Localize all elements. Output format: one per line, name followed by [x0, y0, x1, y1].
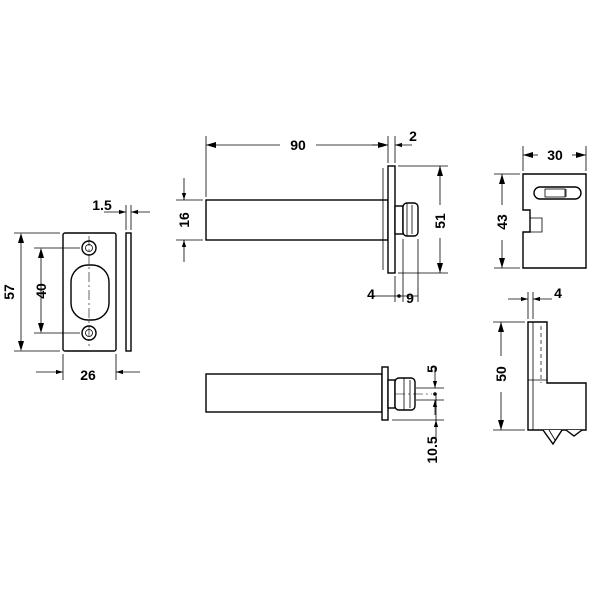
dim-flange-offset: 4: [367, 276, 396, 302]
label-tip-diameter: 5: [424, 365, 440, 373]
dim-key-height: 43: [494, 173, 520, 269]
label-plate-height: 57: [1, 284, 17, 300]
label-flange-bottom-offset: 10.5: [424, 436, 440, 463]
dim-key-side-depth: 4: [508, 285, 562, 319]
label-flange-offset: 4: [367, 286, 375, 302]
label-bolt-diameter: 16: [176, 212, 192, 228]
dim-plate-height: 57: [1, 232, 60, 352]
label-plate-thickness: 1.5: [92, 197, 112, 213]
dim-bolt-length: 90: [205, 136, 389, 197]
dim-tip-diameter: 5: [416, 365, 444, 415]
label-flange-thickness: 2: [409, 128, 417, 144]
dim-plate-width: 26: [36, 354, 140, 383]
label-flange-height: 51: [432, 213, 448, 229]
dim-tip-length: 9: [395, 239, 419, 306]
key-front-view: [522, 173, 587, 269]
dim-flange-bottom-offset: 10.5: [392, 394, 444, 464]
label-key-side-height: 50: [493, 366, 509, 382]
label-key-height: 43: [494, 214, 510, 230]
label-tip-length: 9: [406, 290, 414, 306]
dim-bolt-diameter: 16: [176, 178, 203, 262]
dim-plate-hole-spacing: 40: [33, 247, 80, 334]
dim-flange-height: 51: [398, 165, 448, 274]
strike-plate-front-view: [62, 232, 117, 352]
label-key-width: 30: [547, 147, 563, 163]
label-plate-width: 26: [80, 367, 96, 383]
dim-flange-thickness: 2: [372, 128, 417, 163]
bolt-side-view: [205, 366, 432, 421]
dim-key-width: 30: [522, 146, 587, 171]
strike-plate-side-view: [125, 232, 132, 352]
label-plate-hole-spacing: 40: [33, 283, 49, 299]
label-key-side-depth: 4: [554, 285, 562, 301]
bolt-top-view: [205, 165, 419, 274]
dim-plate-thickness: 1.5: [92, 197, 150, 230]
label-bolt-length: 90: [290, 137, 306, 153]
dim-key-side-height: 50: [493, 321, 525, 431]
key-side-view: [527, 321, 587, 446]
